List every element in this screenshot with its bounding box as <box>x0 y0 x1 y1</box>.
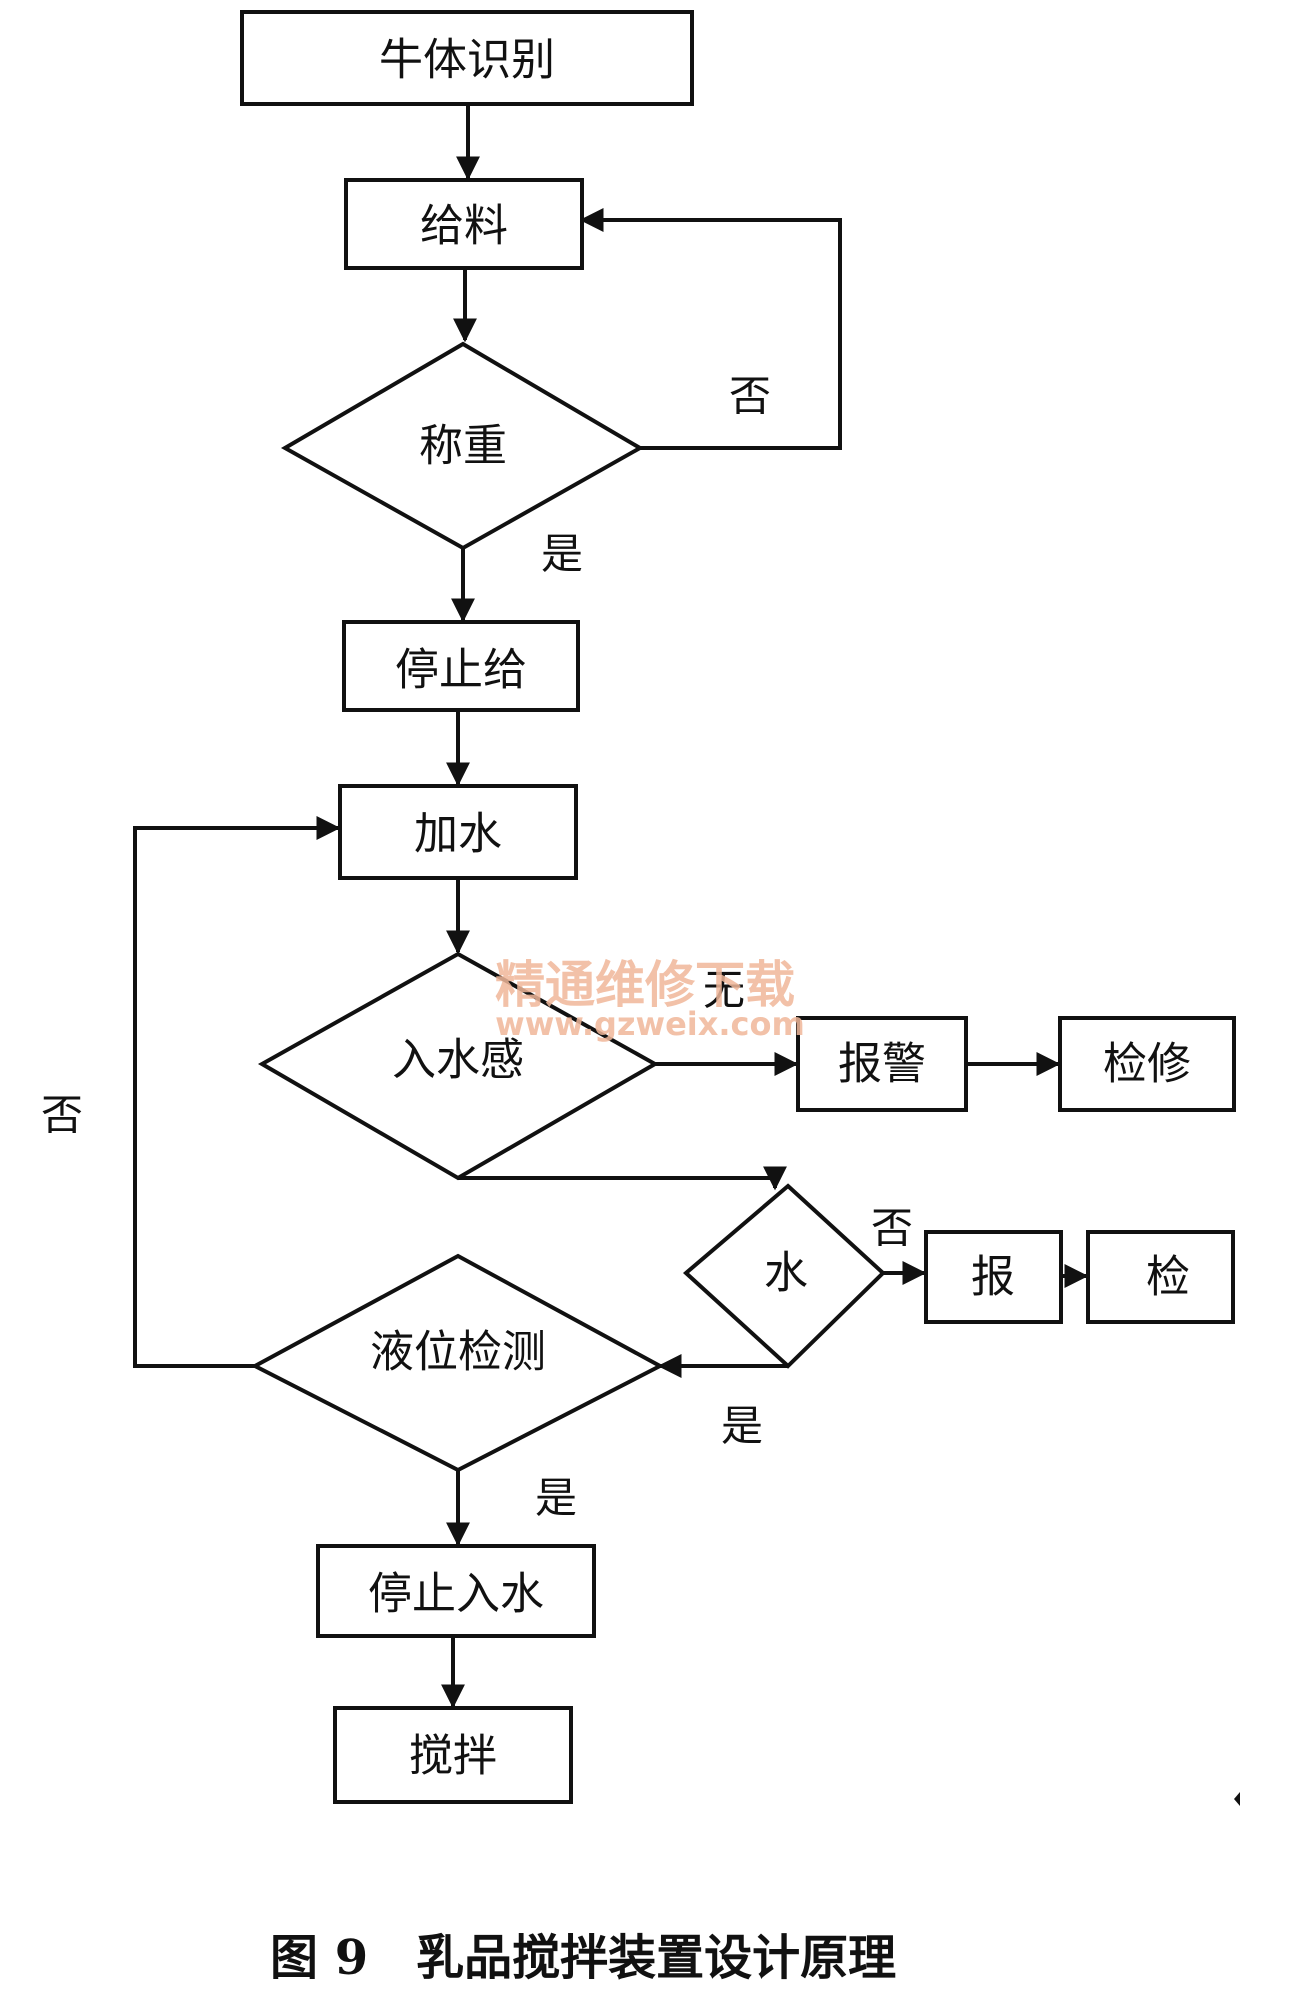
node-stop-feed-label: 停止给 <box>395 645 527 696</box>
node-feed: 给料 <box>344 178 584 270</box>
node-repair2: 检 <box>1086 1230 1235 1324</box>
node-stop-feed: 停止给 <box>342 620 580 712</box>
edge-label-water-no: 否 <box>871 1204 913 1253</box>
edge-label-level-yes: 是 <box>535 1474 577 1523</box>
node-alarm-label: 报警 <box>838 1039 926 1090</box>
stray-mark <box>1234 1792 1240 1806</box>
node-add-water: 加水 <box>338 784 578 880</box>
watermark-text: 精通维修下载 <box>495 956 795 1014</box>
node-cow-identify-label: 牛体识别 <box>379 35 555 86</box>
node-repair: 检修 <box>1058 1016 1236 1112</box>
node-alarm2: 报 <box>924 1230 1063 1324</box>
node-stir: 搅拌 <box>333 1706 573 1804</box>
node-repair-label: 检修 <box>1103 1039 1191 1090</box>
watermark-url: www.gzweix.com <box>495 1005 805 1043</box>
watermark: 精通维修下载 www.gzweix.com <box>495 956 805 1043</box>
node-level-detect-label: 液位检测 <box>370 1327 546 1378</box>
node-water-sense-label: 入水感 <box>392 1035 524 1086</box>
edge-label-weigh-yes: 是 <box>541 530 583 579</box>
figure-caption: 图 9 乳品搅拌装置设计原理 <box>270 1930 897 1986</box>
edge-label-level-no: 否 <box>41 1091 83 1140</box>
node-weigh-label: 称重 <box>419 421 507 472</box>
edge-label-water-yes: 是 <box>721 1402 763 1451</box>
edge-level-no-loop <box>133 816 341 1368</box>
node-water-check: 水 <box>682 1183 886 1369</box>
node-feed-label: 给料 <box>420 201 508 252</box>
node-weigh: 称重 <box>280 341 645 551</box>
node-stop-water-label: 停止入水 <box>368 1569 544 1620</box>
edge-label-weigh-no: 否 <box>729 372 771 421</box>
node-water-check-label: 水 <box>764 1248 808 1299</box>
node-level-detect: 液位检测 <box>250 1253 665 1473</box>
edge-label-sense-none: 无 <box>703 966 745 1015</box>
node-repair2-label: 检 <box>1146 1252 1190 1303</box>
edge-sense-to-watercheck <box>458 1166 787 1191</box>
edge-weigh-no-loop <box>579 208 842 450</box>
node-alarm: 报警 <box>796 1016 968 1112</box>
node-cow-identify: 牛体识别 <box>240 10 694 106</box>
node-water-sense: 入水感 <box>257 951 660 1181</box>
node-add-water-label: 加水 <box>414 809 502 860</box>
node-stir-label: 搅拌 <box>409 1731 497 1782</box>
node-alarm2-label: 报 <box>971 1252 1015 1303</box>
node-stop-water: 停止入水 <box>316 1544 596 1638</box>
edges <box>133 105 1089 1709</box>
